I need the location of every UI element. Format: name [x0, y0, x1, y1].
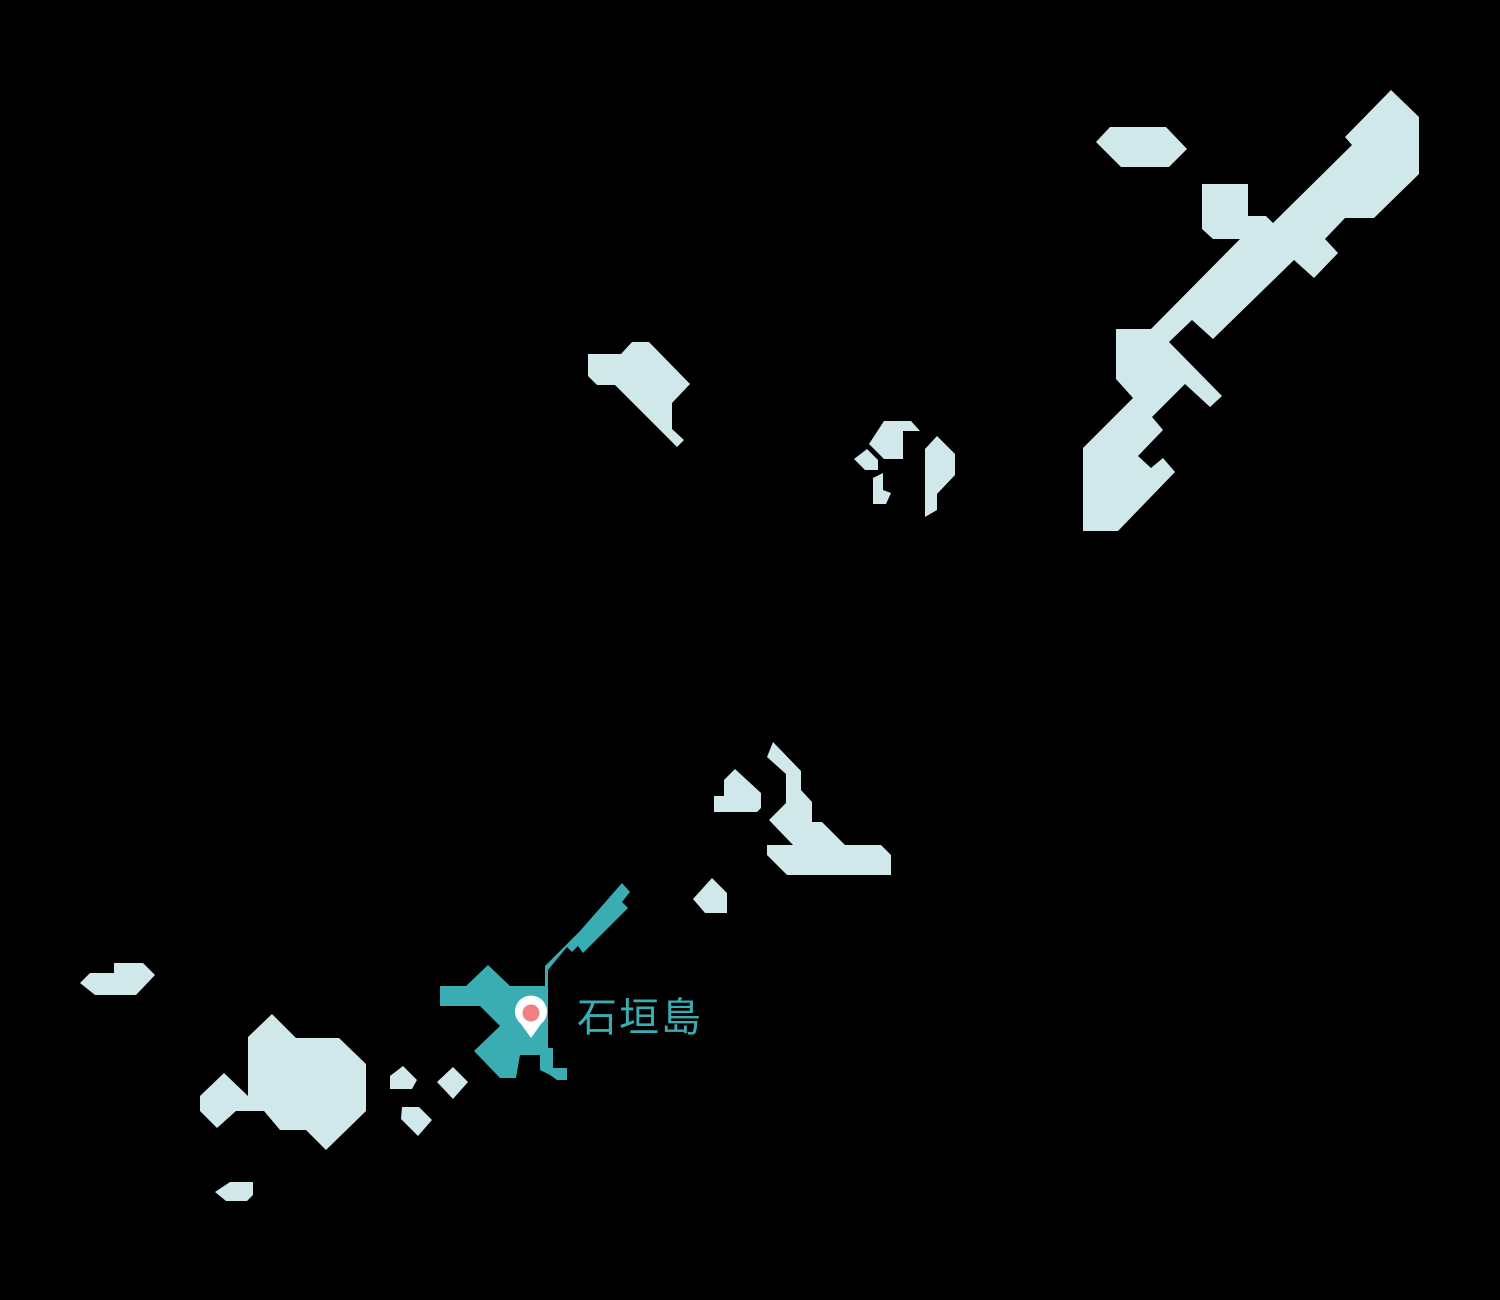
island-kerama-2[interactable]: [854, 449, 878, 470]
selected-island-label: 石垣島: [577, 995, 703, 1041]
island-kohama[interactable]: [437, 1067, 468, 1099]
map-pin-icon[interactable]: [515, 995, 547, 1038]
island-kumejima[interactable]: [588, 342, 690, 447]
island-taketomi[interactable]: [390, 1066, 417, 1089]
island-kerama-1[interactable]: [869, 421, 920, 459]
island-okinawa-main[interactable]: [1083, 90, 1419, 531]
island-ishigaki[interactable]: [440, 883, 630, 1080]
island-north-small[interactable]: [1096, 127, 1187, 167]
island-yonaguni[interactable]: [80, 963, 155, 995]
island-kerama-4[interactable]: [925, 436, 955, 517]
island-miyako[interactable]: [767, 742, 891, 875]
island-hateruma[interactable]: [215, 1182, 253, 1201]
island-iriomote[interactable]: [200, 1014, 366, 1150]
island-irabu[interactable]: [714, 769, 761, 812]
island-kuroshima[interactable]: [401, 1107, 432, 1136]
island-kerama-3[interactable]: [873, 473, 891, 504]
island-tarama[interactable]: [693, 878, 727, 913]
